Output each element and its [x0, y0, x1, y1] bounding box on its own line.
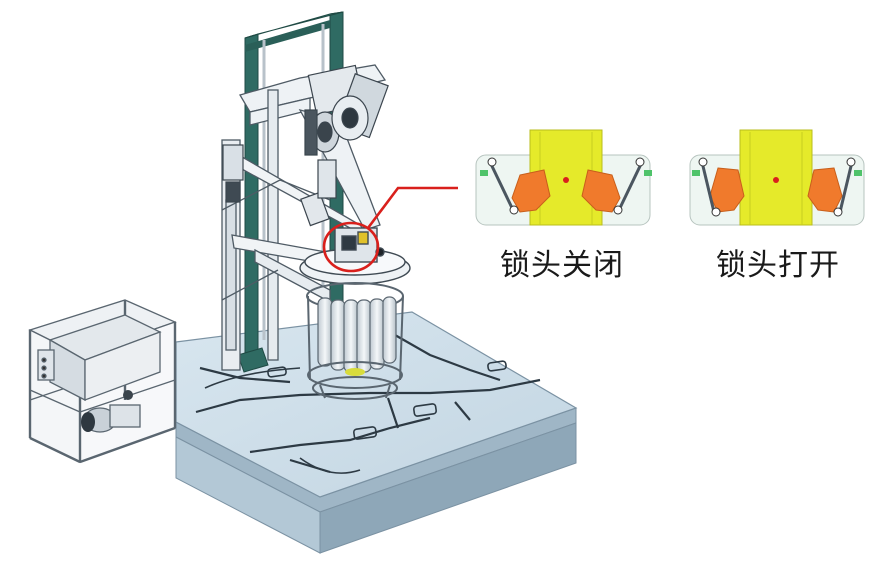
- highlight-circle: [322, 221, 380, 273]
- callout: [322, 186, 458, 273]
- deck-grooves: [195, 334, 541, 474]
- lock-closed-detail: [475, 129, 652, 226]
- hoist-assembly: [222, 64, 389, 227]
- lock-open-detail: [689, 129, 865, 226]
- grab-head-ring: [299, 227, 411, 285]
- hydraulic-power-unit: [28, 299, 177, 464]
- core-basket: [306, 282, 404, 400]
- lock-closed-label: 锁头关闭: [500, 248, 624, 283]
- deck-hatches: [204, 360, 507, 474]
- callout-line: [366, 186, 458, 229]
- lock-open-label: 锁头打开: [716, 248, 840, 283]
